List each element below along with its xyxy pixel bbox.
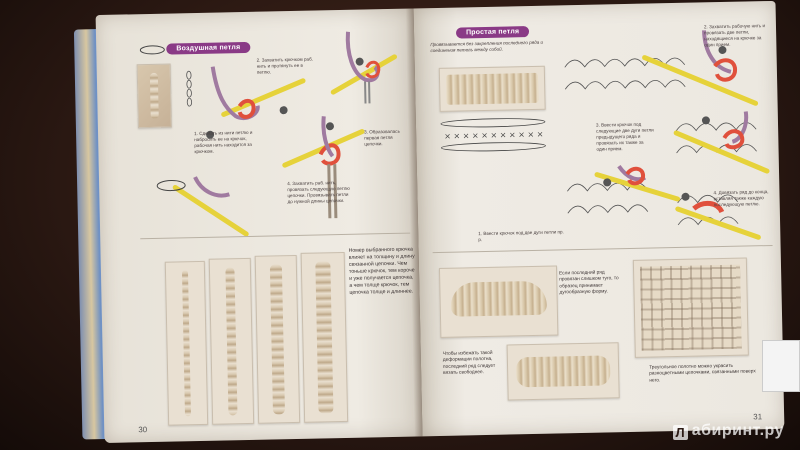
left-step-4: 4. Захватить раб. нить, провязать следую… xyxy=(287,180,350,205)
right-step-2: 2. Захватить рабочую нить и провязать дв… xyxy=(703,23,766,48)
single-crochet-swatch xyxy=(438,65,546,112)
caption-tight-row: Если последний ряд провязан слишком туго… xyxy=(559,270,619,296)
right-section-title: Простая петля xyxy=(455,26,530,39)
left-step-1: 1. Сделать из нити петлю и набросить ее … xyxy=(194,129,253,155)
flat-swatch-photo xyxy=(506,342,620,401)
chain-stitch-diagram xyxy=(139,31,398,237)
left-page-number: 30 xyxy=(138,425,148,435)
grid-swatch-photo xyxy=(632,257,749,358)
left-step-2: 2. Захватить крючком раб. нить и протяну… xyxy=(256,56,314,75)
chain-photo-2 xyxy=(208,257,255,425)
right-step-4: 4. Довязать ряд до конца, вставляя также… xyxy=(713,189,769,208)
watermark-text: абиринт.ру xyxy=(691,422,784,439)
stitch-symbol-chart: × × × × × × × × × × × xyxy=(440,118,546,152)
chain-photo-3 xyxy=(254,254,301,424)
left-note-text: Номер выбранного крючка влияет на толщин… xyxy=(348,246,415,296)
price-sticker xyxy=(762,340,800,392)
chain-photo-1 xyxy=(164,260,209,426)
curved-swatch-photo xyxy=(438,265,559,338)
right-step-3: 3. Ввести крючок под следующие две дуги … xyxy=(595,121,654,152)
watermark-logo-icon: Л xyxy=(672,425,688,440)
left-page: Воздушная петля xyxy=(95,8,423,444)
single-crochet-diagram xyxy=(564,30,770,240)
chain-photo-4 xyxy=(300,251,349,423)
left-step-3: 3. Образовалась первая петля цепочки. xyxy=(364,128,401,147)
right-page: Простая петля Провязывается без закрепле… xyxy=(413,0,785,437)
caption-decorated: Треугольное полотно можно украсить разно… xyxy=(649,363,756,384)
svg-text:× × × × × × × × × × ×: × × × × × × × × × × × xyxy=(444,130,543,141)
right-step-1: 1. Ввести крючок под две дуги петли пр. … xyxy=(478,229,564,243)
open-book: Воздушная петля xyxy=(73,0,787,444)
caption-loose-row: Чтобы избежать такой деформации полотна,… xyxy=(442,350,496,377)
right-intro: Провязывается без закрепления последнего… xyxy=(430,39,544,54)
right-page-number: 31 xyxy=(753,412,763,422)
